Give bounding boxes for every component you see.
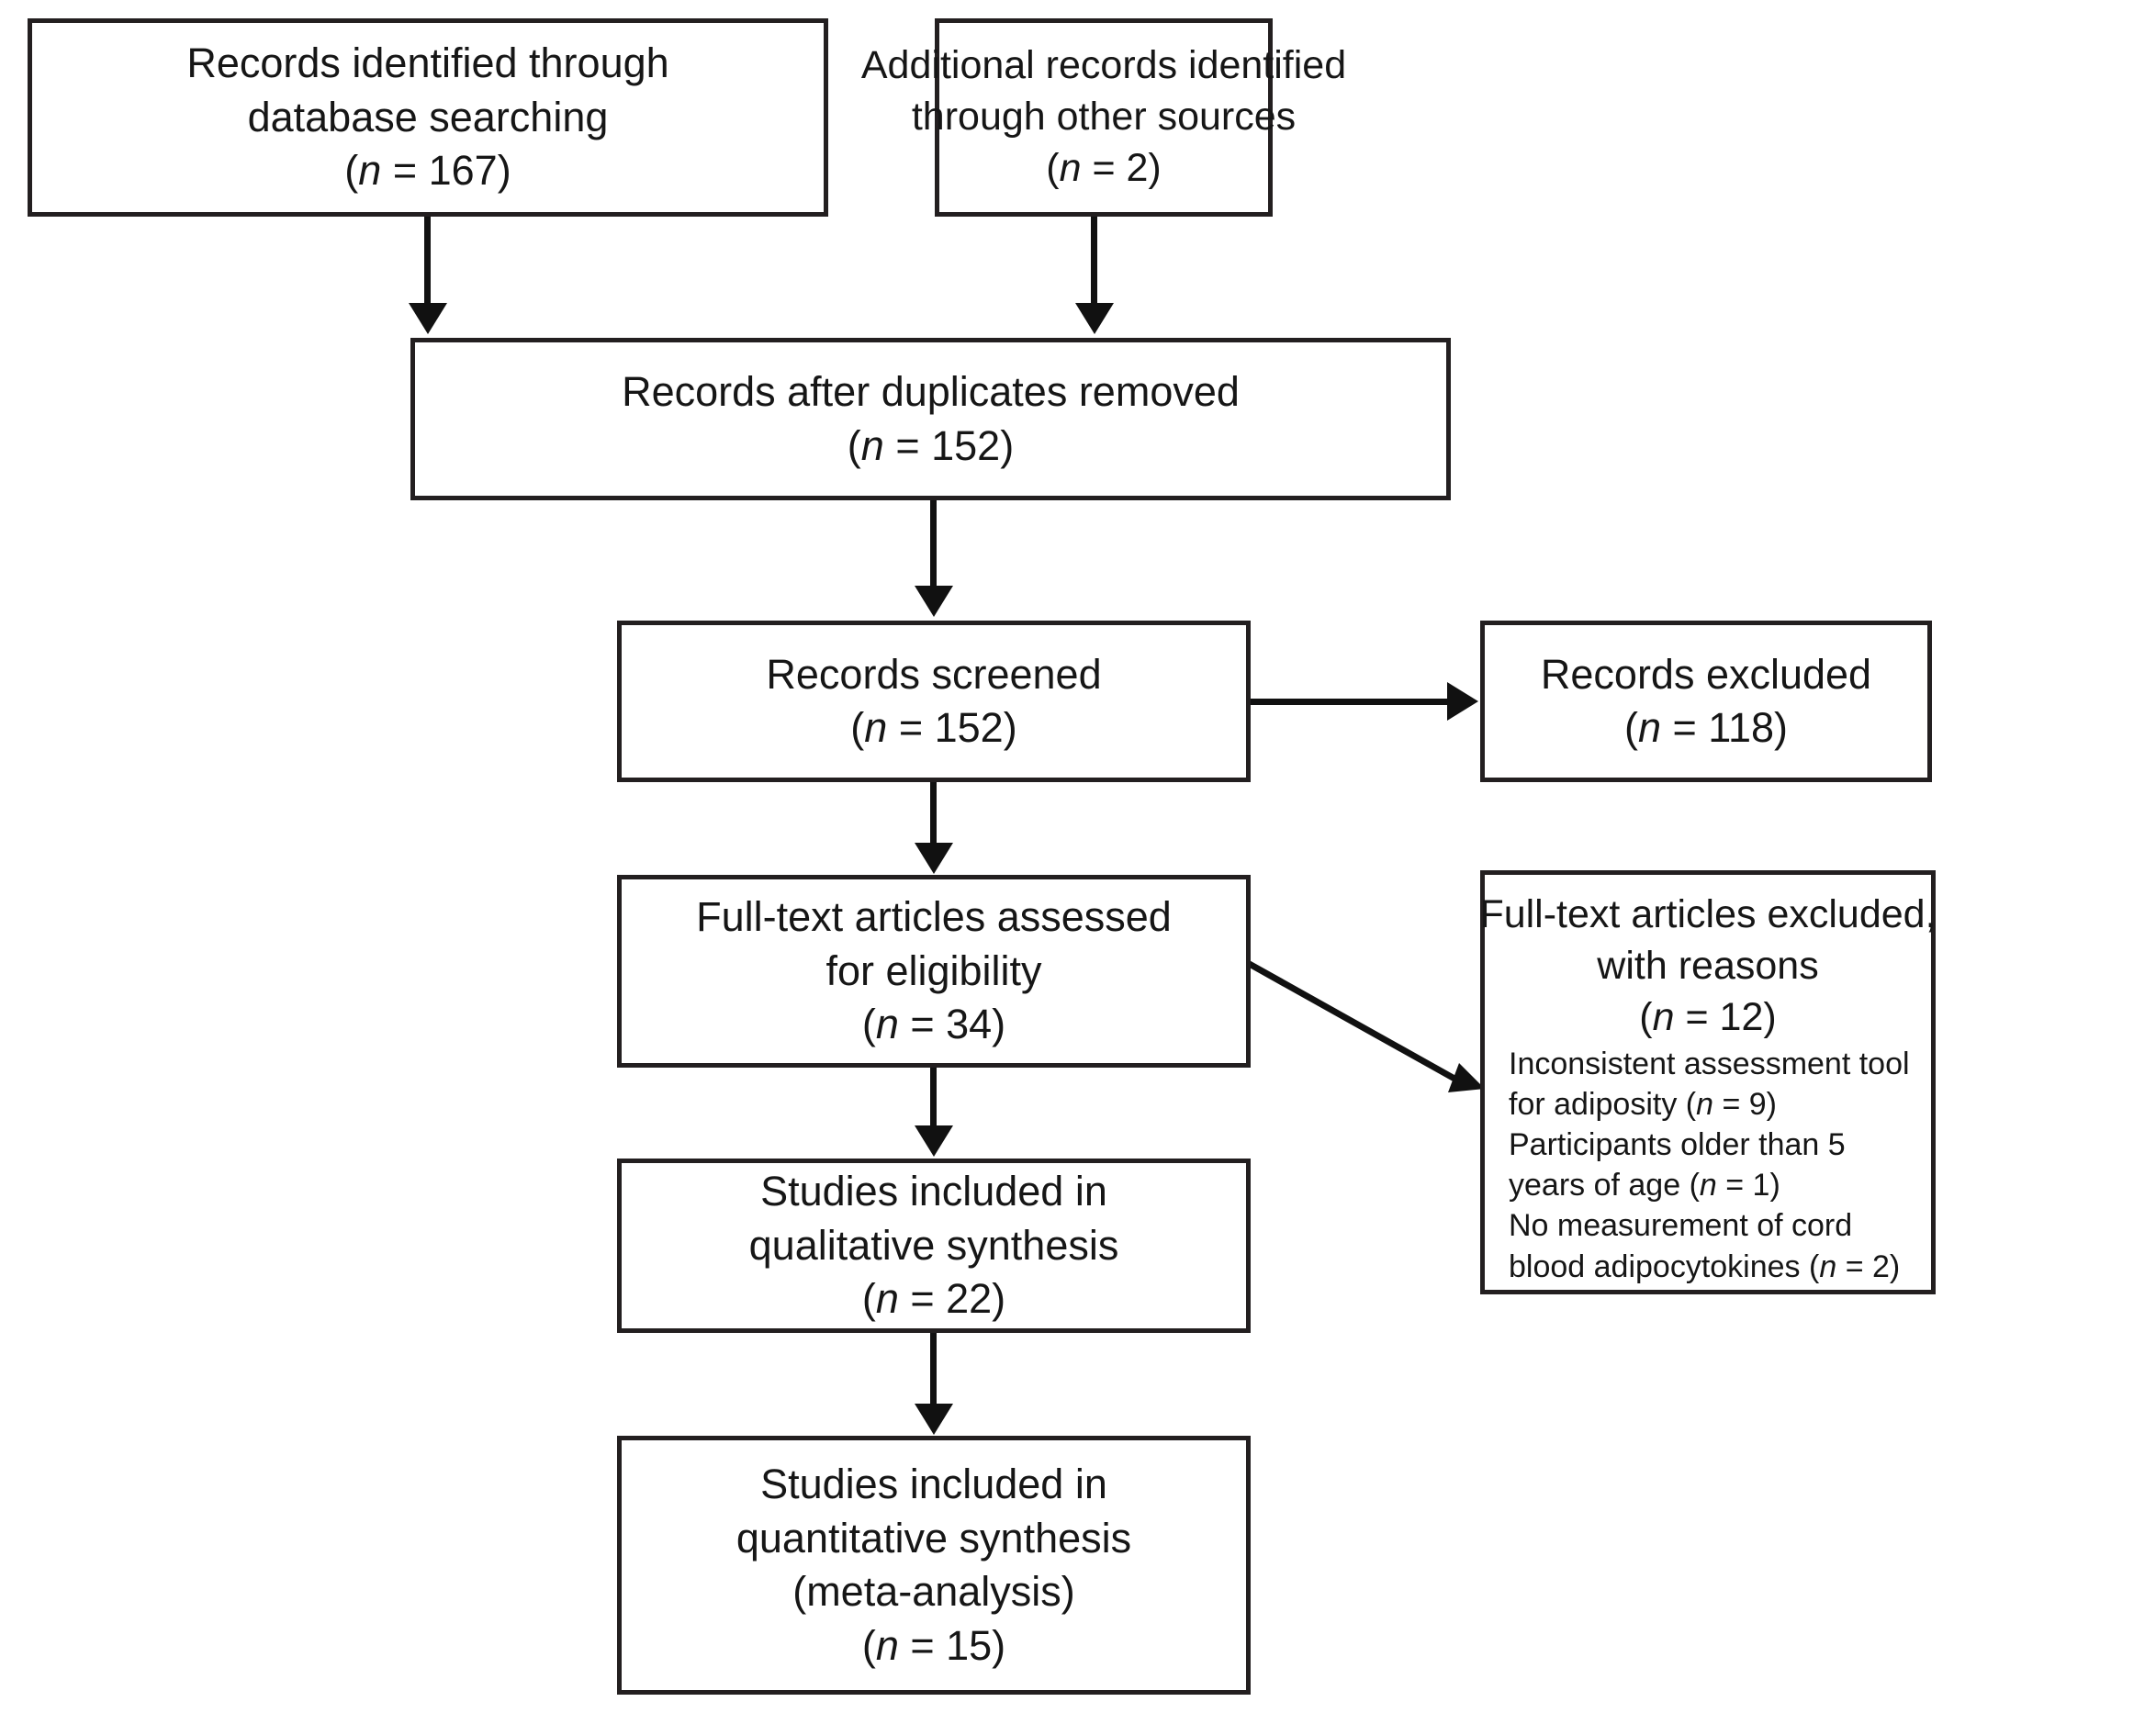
paren-open: (: [847, 421, 861, 469]
n-symbol: n: [1699, 1168, 1717, 1203]
node-line-1: Studies included in: [760, 1168, 1107, 1215]
n-symbol: n: [860, 421, 884, 469]
reason-count: = 2): [1836, 1248, 1901, 1284]
node-line-2: through other sources: [911, 95, 1297, 140]
paren-open: (: [1623, 704, 1638, 751]
paren-open: (: [1639, 994, 1653, 1039]
arrowhead-qualitative-to-quantitative: [915, 1404, 953, 1435]
count-value: = 167): [381, 147, 511, 195]
connector-db-to-dedup: [424, 217, 431, 305]
paren-open: (: [1046, 145, 1060, 190]
connector-screened-to-fulltext: [930, 782, 937, 847]
connector-screened-to-excluded: [1251, 699, 1449, 705]
count-value: = 118): [1661, 704, 1789, 751]
n-symbol: n: [875, 1275, 899, 1323]
node-records-excluded: Records excluded (n = 118): [1480, 621, 1932, 782]
arrowhead-dedup-to-screened: [915, 586, 953, 617]
reason-count: = 9): [1713, 1086, 1777, 1122]
paren-open: (: [861, 1001, 876, 1048]
node-line-2: quantitative synthesis: [736, 1514, 1132, 1562]
node-line-2: database searching: [247, 93, 609, 140]
count-value: = 34): [898, 1001, 1006, 1048]
node-records-identified-database: Records identified through database sear…: [28, 18, 828, 217]
node-line-2: qualitative synthesis: [748, 1221, 1119, 1269]
node-fulltext-articles-assessed: Full-text articles assessed for eligibil…: [617, 875, 1251, 1068]
node-line-3: (meta-analysis): [792, 1568, 1075, 1615]
n-symbol: n: [1637, 704, 1661, 751]
node-count: (n = 34): [862, 998, 1005, 1052]
node-line-1: Full-text articles assessed: [696, 893, 1172, 941]
node-line-1: Full-text articles excluded,: [1479, 892, 1937, 936]
node-studies-included-quantitative: Studies included in quantitative synthes…: [617, 1436, 1251, 1695]
node-count: (n = 15): [862, 1619, 1005, 1674]
node-line-1: Records screened: [766, 650, 1102, 698]
arrowhead-screened-to-fulltext: [915, 843, 953, 874]
connector-other-to-dedup: [1091, 217, 1097, 305]
connector-fulltext-to-excluded: [1244, 958, 1485, 1092]
count-value: = 152): [887, 704, 1017, 751]
node-line-1: Additional records identified: [860, 43, 1347, 88]
n-symbol: n: [875, 1001, 899, 1048]
paren-open: (: [850, 704, 865, 751]
node-count: (n = 2): [1046, 143, 1162, 195]
exclusion-reason-item: Participants older than 5 years of age (…: [1509, 1125, 1918, 1205]
node-count: (n = 12): [1639, 992, 1776, 1044]
arrowhead-db-to-dedup: [409, 303, 447, 334]
count-value: = 152): [883, 421, 1015, 469]
exclusion-reason-list: Inconsistent assessment tool for adiposi…: [1485, 1044, 1931, 1287]
n-symbol: n: [358, 147, 382, 195]
exclusion-reason-item: Inconsistent assessment tool for adiposi…: [1509, 1044, 1918, 1125]
n-symbol: n: [1059, 145, 1082, 190]
node-fulltext-articles-excluded-with-reasons: Full-text articles excluded, with reason…: [1479, 870, 1937, 1294]
n-symbol: n: [875, 1621, 899, 1669]
node-line-1: Records after duplicates removed: [622, 368, 1240, 415]
arrowhead-screened-to-excluded: [1447, 682, 1478, 721]
arrowhead-other-to-dedup: [1075, 303, 1114, 334]
reason-text: Participants older than 5 years of age (: [1509, 1127, 1846, 1203]
exclusion-reason-item: No measurement of cord blood adipocytoki…: [1509, 1205, 1918, 1286]
node-studies-included-qualitative: Studies included in qualitative synthesi…: [617, 1159, 1251, 1333]
connector-fulltext-to-qualitative: [930, 1068, 937, 1128]
n-symbol: n: [1652, 994, 1675, 1039]
node-line-1: Records identified through: [186, 39, 669, 87]
paren-open: (: [861, 1275, 876, 1323]
paren-open: (: [344, 147, 359, 195]
node-records-screened: Records screened (n = 152): [617, 621, 1251, 782]
connector-qualitative-to-quantitative: [930, 1333, 937, 1406]
node-records-identified-other-sources: Additional records identified through ot…: [861, 18, 1346, 217]
reason-text: Inconsistent assessment tool for adiposi…: [1509, 1046, 1910, 1122]
reason-count: = 1): [1716, 1168, 1780, 1203]
n-symbol: n: [1696, 1086, 1714, 1122]
node-line-2: for eligibility: [825, 946, 1042, 994]
node-count: (n = 22): [862, 1272, 1005, 1327]
connector-dedup-to-screened: [930, 500, 937, 588]
count-value: = 2): [1081, 145, 1162, 190]
node-line-1: Records excluded: [1540, 650, 1872, 698]
node-count: (n = 118): [1624, 701, 1788, 756]
arrowhead-fulltext-to-qualitative: [915, 1125, 953, 1157]
node-count: (n = 152): [850, 701, 1016, 756]
node-count: (n = 152): [848, 420, 1014, 474]
count-value: = 12): [1674, 994, 1777, 1039]
node-count: (n = 167): [344, 144, 511, 198]
node-line-2: with reasons: [1597, 943, 1819, 988]
node-line-1: Studies included in: [760, 1461, 1107, 1507]
count-value: = 15): [898, 1621, 1006, 1669]
paren-open: (: [861, 1621, 876, 1669]
n-symbol: n: [864, 704, 888, 751]
node-records-after-duplicates-removed: Records after duplicates removed (n = 15…: [410, 338, 1451, 500]
reason-text: No measurement of cord blood adipocytoki…: [1509, 1208, 1853, 1284]
n-symbol: n: [1819, 1248, 1837, 1284]
count-value: = 22): [898, 1275, 1006, 1323]
